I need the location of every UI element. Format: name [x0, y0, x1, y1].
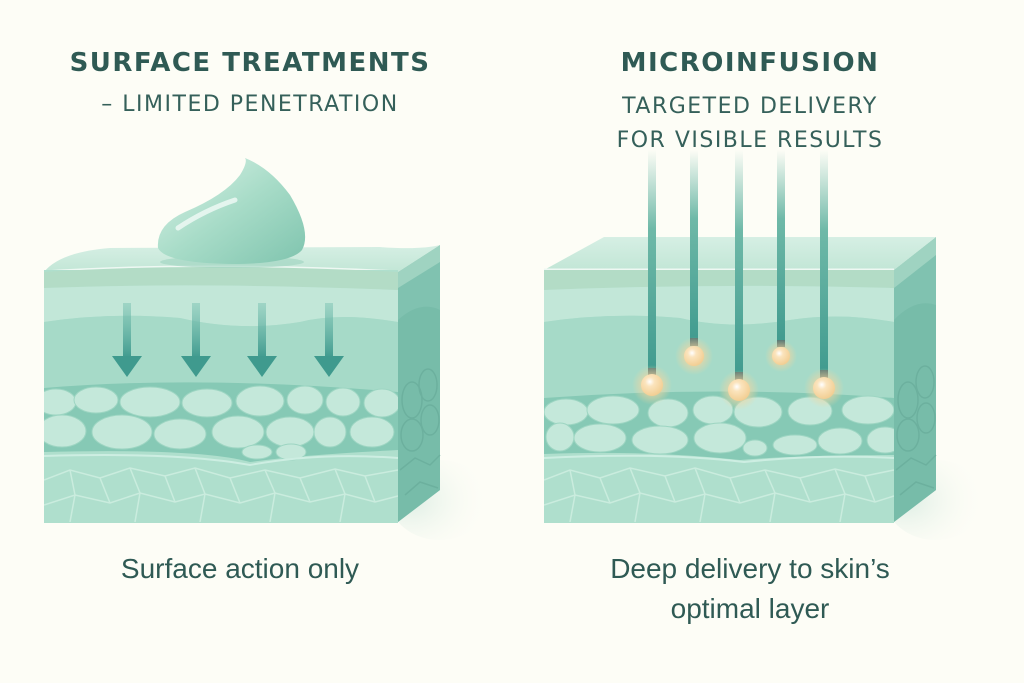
microneedle-icon: [804, 150, 844, 408]
microneedle-icon: [765, 150, 797, 372]
right-panel-subtitle-line2: FOR VISIBLE RESULTS: [616, 128, 884, 153]
down-arrow-icon: [314, 303, 344, 377]
left-panel-caption: Surface action only: [120, 553, 360, 584]
right-skin-block: [544, 150, 986, 540]
down-arrow-icon: [112, 303, 142, 377]
right-panel-caption-line2: optimal layer: [670, 593, 830, 624]
penetration-arrows: [112, 303, 344, 377]
microneedle-icon: [632, 150, 672, 405]
left-panel-title: SURFACE TREATMENTS: [69, 48, 431, 78]
right-panel-subtitle-line1: TARGETED DELIVERY: [622, 94, 878, 119]
microneedle-icon: [719, 150, 759, 410]
microneedle-icon: [675, 150, 713, 375]
down-arrow-icon: [247, 303, 277, 377]
left-skin-block: [43, 158, 490, 540]
cream-dollop-icon: [157, 158, 306, 268]
microneedles: [632, 150, 844, 410]
left-panel-subtitle: – LIMITED PENETRATION: [101, 92, 399, 117]
right-panel-title: MICROINFUSION: [620, 48, 880, 78]
right-panel-caption-line1: Deep delivery to skin’s: [610, 553, 890, 584]
down-arrow-icon: [181, 303, 211, 377]
